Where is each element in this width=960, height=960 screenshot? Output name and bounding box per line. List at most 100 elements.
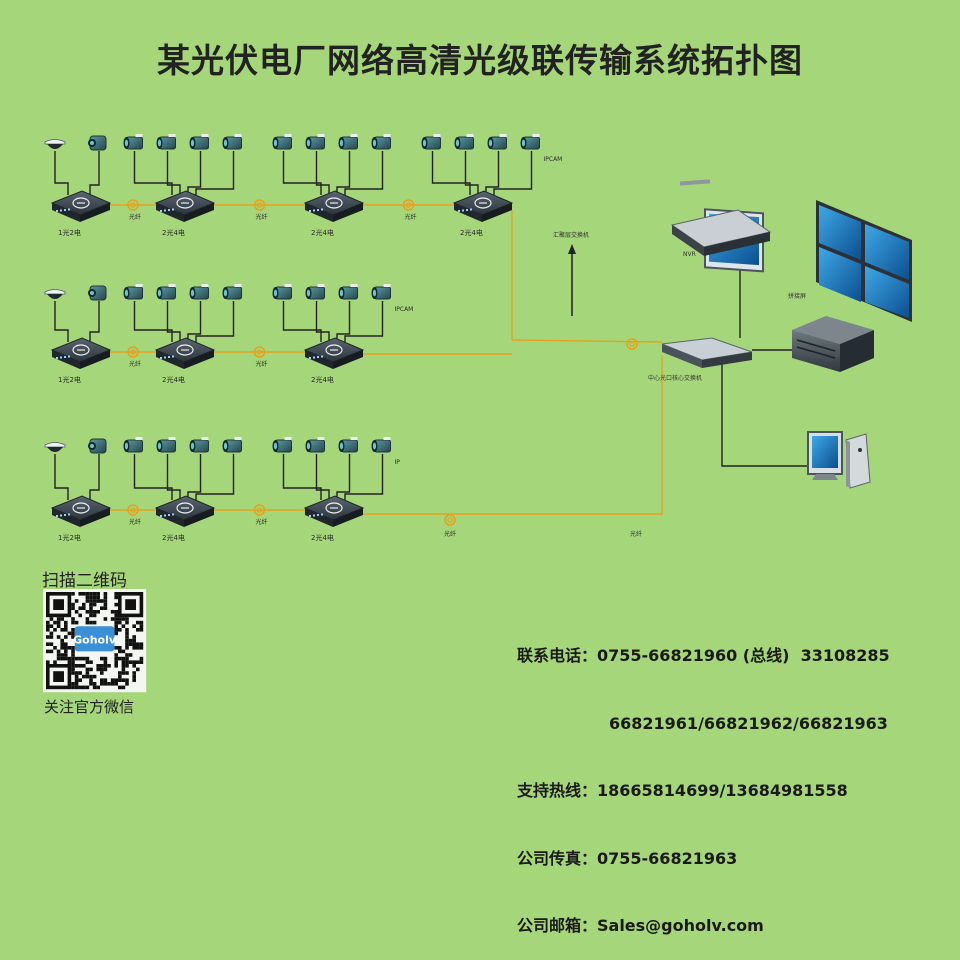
fiber-knot-r2-2	[253, 346, 266, 358]
contact-fax-row: 公司传真：0755-66821963	[517, 848, 890, 871]
switch-label-r1-g4: 2光4电	[460, 228, 483, 237]
camera-r1-g3-2	[305, 134, 325, 150]
page-title: 某光伏电厂网络高清光级联传输系统拓扑图	[157, 41, 803, 80]
camera-cable	[464, 151, 479, 195]
fiber-label-r2-1: 光纤	[129, 360, 141, 368]
qr-brand: Goholv	[73, 633, 117, 646]
camera-r3-g2-1	[123, 437, 143, 453]
pc-cable	[721, 362, 808, 467]
nvr-label: NVR	[683, 251, 696, 258]
email-value[interactable]: Sales@goholv.com	[597, 916, 764, 935]
fiber-knot-r1-3	[402, 199, 415, 211]
qr-code[interactable]: Goholv	[43, 589, 147, 693]
camera-r2-g1-2	[88, 285, 107, 301]
camera-cable	[344, 151, 384, 195]
switch-r2-g2	[154, 337, 216, 369]
camera-r1-g4-1	[421, 134, 441, 150]
server-device	[792, 316, 874, 372]
camera-cable	[282, 151, 322, 195]
camera-r3-g1-2	[88, 438, 107, 454]
cam-label-r1-g4: IPCAM	[544, 156, 563, 163]
camera-r2-g3-1	[272, 284, 292, 300]
fax-label: 公司传真：	[517, 848, 598, 868]
camera-r1-g4-2	[454, 134, 474, 150]
fiber-knot-r3-1	[127, 504, 139, 516]
switch-r1-g3	[303, 190, 365, 222]
camera-cable	[344, 454, 384, 500]
camera-r1-g2-4	[222, 134, 242, 150]
video-wall	[816, 200, 912, 322]
phone-value-2: 66821961/66821962/66821963	[609, 713, 888, 733]
video-wall-label: 拼接屏	[788, 292, 806, 300]
camera-r3-g2-3	[189, 437, 209, 453]
camera-r2-g2-4	[222, 284, 242, 300]
switch-label-r3-g3: 2光4电	[311, 533, 334, 542]
camera-cable	[89, 454, 100, 500]
trunk-fiber	[363, 356, 663, 515]
cable-layer	[54, 151, 808, 515]
phone-label: 联系电话：	[517, 646, 598, 665]
camera-r1-g2-3	[189, 134, 209, 150]
camera-cable	[336, 301, 351, 342]
switch-r3-g1	[50, 495, 112, 527]
camera-cable	[315, 151, 330, 195]
qr-top-caption: 扫描二维码	[42, 571, 127, 591]
phone-value: 0755-66821960 (总线) 33108285	[597, 646, 890, 665]
camera-r1-g2-1	[123, 134, 143, 150]
fiber-label-r1-3: 光纤	[405, 213, 417, 221]
camera-r1-g1-1	[44, 139, 66, 149]
camera-cable	[54, 301, 69, 342]
switch-r1-g4	[452, 190, 514, 222]
contact-block: 联系电话：0755-66821960 (总线) 33108285 6682196…	[517, 600, 890, 960]
camera-cable	[336, 454, 351, 500]
camera-cable	[187, 454, 202, 500]
camera-r2-g1-1	[44, 289, 66, 299]
camera-cable	[282, 454, 322, 500]
camera-r1-g4-3	[487, 134, 507, 150]
switch-r2-g3	[303, 337, 365, 369]
devices-layer	[44, 134, 540, 527]
qr-bottom-caption: 关注官方微信	[44, 698, 135, 716]
camera-r2-g2-3	[189, 284, 209, 300]
camera-r1-g2-2	[156, 134, 176, 150]
desktop-pc	[807, 431, 871, 489]
fiber-label-r3-2: 光纤	[256, 518, 268, 526]
fiber-label-r3-1: 光纤	[129, 518, 141, 526]
fax-value: 0755-66821963	[597, 848, 738, 868]
trunk-fiber	[511, 339, 663, 343]
camera-r3-g2-2	[156, 437, 176, 453]
camera-cable	[195, 301, 235, 342]
camera-cable	[89, 151, 100, 195]
switch-r1-g1	[50, 190, 112, 222]
camera-r2-g3-3	[338, 284, 358, 300]
camera-r2-g3-2	[305, 284, 325, 300]
nvr-device	[670, 179, 772, 273]
fiber-knot-r1-2	[253, 199, 266, 211]
core-switch	[661, 337, 753, 368]
switch-r3-g3	[303, 495, 365, 527]
camera-cable	[315, 301, 330, 342]
camera-cable	[166, 151, 181, 195]
camera-r2-g2-2	[156, 284, 176, 300]
camera-r1-g1-2	[88, 135, 107, 151]
switch-r1-g2	[154, 190, 216, 222]
camera-r1-g3-1	[272, 134, 292, 150]
trunk-label-1: 光纤	[444, 530, 456, 538]
trunk-knot-1	[626, 338, 638, 350]
camera-r1-g3-3	[338, 134, 358, 150]
aggregation-switch-label: 汇聚层交换机	[553, 231, 589, 239]
switch-label-r2-g1: 1光2电	[58, 375, 81, 384]
camera-cable	[166, 454, 181, 500]
camera-cable	[336, 151, 351, 195]
camera-r1-g4-4	[520, 134, 540, 150]
switch-label-r3-g1: 1光2电	[58, 533, 81, 542]
contact-phone-row: 联系电话：0755-66821960 (总线) 33108285	[517, 645, 890, 668]
switch-label-r2-g2: 2光4电	[162, 375, 185, 384]
camera-cable	[133, 151, 173, 195]
fiber-knot-r2-1	[127, 346, 139, 358]
camera-cable	[431, 151, 471, 195]
fiber-knot-r1-1	[127, 199, 139, 211]
camera-r3-g3-4	[371, 437, 391, 453]
camera-r3-g3-1	[272, 437, 292, 453]
